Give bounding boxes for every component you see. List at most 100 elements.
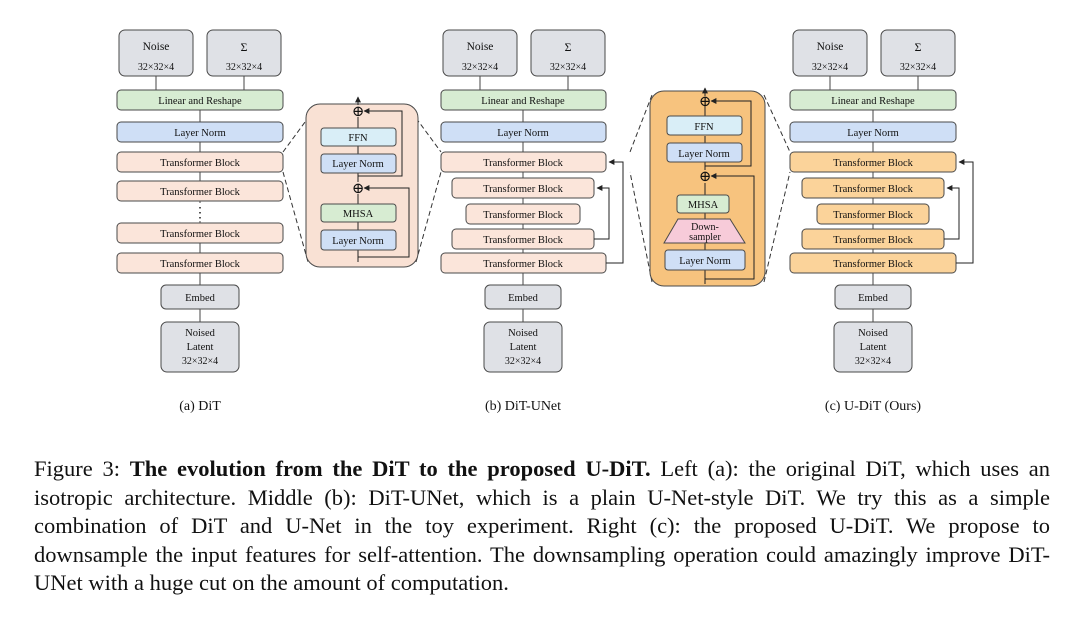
transformer-block: Transformer Block (440, 252, 607, 274)
panel-udit: Noise 32×32×4 Σ 32×32×4 Linear and Resha… (789, 29, 974, 414)
transformer-block: Transformer Block (451, 228, 595, 250)
svg-text:32×32×4: 32×32×4 (462, 62, 498, 73)
transformer-block: Transformer Block (451, 177, 595, 199)
embed-box: Embed (834, 284, 912, 310)
dit-block-detail: ⊕ FFN Layer Norm ⊕ MHSA Layer Norm (282, 96, 442, 268)
add-icon: ⊕ (699, 94, 712, 110)
transformer-block: Transformer Block (116, 151, 284, 173)
svg-text:Latent: Latent (187, 342, 214, 353)
svg-text:Transformer Block: Transformer Block (160, 259, 241, 270)
noised-latent-box: Noised Latent 32×32×4 (483, 321, 563, 373)
ffn-box: FFN (320, 127, 397, 147)
svg-text:Transformer Block: Transformer Block (483, 259, 564, 270)
svg-text:sampler: sampler (689, 232, 721, 243)
svg-text:Transformer Block: Transformer Block (483, 184, 564, 195)
transformer-block: Transformer Block (789, 252, 957, 274)
svg-text:Layer Norm: Layer Norm (332, 159, 384, 170)
embed-box: Embed (160, 284, 240, 310)
svg-text:Σ: Σ (915, 40, 922, 54)
svg-text:Linear and Reshape: Linear and Reshape (831, 96, 915, 107)
add-icon: ⊕ (352, 181, 365, 197)
downsampler-box: Down- sampler (663, 218, 746, 244)
transformer-block: Transformer Block (789, 151, 957, 173)
svg-text:Transformer Block: Transformer Block (833, 184, 914, 195)
svg-text:Noise: Noise (143, 41, 170, 53)
svg-text:Noise: Noise (467, 41, 494, 53)
svg-text:Σ: Σ (241, 40, 248, 54)
svg-text:Layer Norm: Layer Norm (847, 128, 899, 139)
noise-box: Noise 32×32×4 (792, 29, 868, 77)
transformer-block: Transformer Block (465, 203, 581, 225)
add-icon: ⊕ (699, 169, 712, 185)
ellipsis: ⋮ (193, 206, 207, 221)
layer-norm-box: Layer Norm (320, 153, 397, 174)
svg-text:Embed: Embed (858, 293, 888, 304)
svg-text:Transformer Block: Transformer Block (160, 187, 241, 198)
layer-norm-box: Layer Norm (440, 121, 607, 143)
layer-norm-box: Layer Norm (666, 142, 743, 163)
svg-text:32×32×4: 32×32×4 (226, 62, 262, 73)
svg-text:Embed: Embed (185, 293, 215, 304)
svg-text:Transformer Block: Transformer Block (833, 259, 914, 270)
linear-reshape-box: Linear and Reshape (789, 89, 957, 111)
sigma-box: Σ 32×32×4 (206, 29, 282, 77)
noise-box: Noise 32×32×4 (442, 29, 518, 77)
svg-text:FFN: FFN (348, 133, 368, 144)
transformer-block: Transformer Block (116, 252, 284, 274)
mhsa-box: MHSA (320, 203, 397, 223)
svg-text:Transformer Block: Transformer Block (160, 229, 241, 240)
linear-reshape-box: Linear and Reshape (116, 89, 284, 111)
svg-text:Noised: Noised (858, 328, 888, 339)
subcaption-a: (a) DiT (179, 399, 221, 414)
transformer-block: Transformer Block (440, 151, 607, 173)
svg-text:Layer Norm: Layer Norm (678, 149, 730, 160)
linear-reshape-box: Linear and Reshape (440, 89, 607, 111)
layer-norm-box: Layer Norm (116, 121, 284, 143)
caption-body: Left (a): the original DiT, which uses a… (34, 456, 1050, 595)
noised-latent-box: Noised Latent 32×32×4 (833, 321, 913, 373)
transformer-block: Transformer Block (816, 203, 930, 225)
subcaption-b: (b) DiT-UNet (485, 399, 561, 414)
svg-text:Transformer Block: Transformer Block (160, 158, 241, 169)
embed-box: Embed (484, 284, 562, 310)
svg-text:Noised: Noised (508, 328, 538, 339)
sigma-box: Σ 32×32×4 (530, 29, 606, 77)
svg-text:MHSA: MHSA (343, 209, 374, 220)
svg-text:32×32×4: 32×32×4 (900, 62, 936, 73)
svg-text:Latent: Latent (510, 342, 537, 353)
svg-text:32×32×4: 32×32×4 (138, 62, 174, 73)
figure-caption: Figure 3: The evolution from the DiT to … (34, 455, 1050, 598)
svg-text:32×32×4: 32×32×4 (855, 356, 891, 367)
svg-text:Embed: Embed (508, 293, 538, 304)
svg-text:Down-: Down- (691, 222, 719, 233)
svg-text:Latent: Latent (860, 342, 887, 353)
noise-box: Noise 32×32×4 (118, 29, 194, 77)
svg-text:32×32×4: 32×32×4 (505, 356, 541, 367)
svg-text:Layer Norm: Layer Norm (497, 128, 549, 139)
transformer-block: Transformer Block (801, 177, 945, 199)
layer-norm-box: Layer Norm (664, 249, 746, 271)
svg-text:Transformer Block: Transformer Block (483, 210, 564, 221)
noised-latent-box: Noised Latent 32×32×4 (160, 321, 240, 373)
transformer-block: Transformer Block (116, 180, 284, 202)
svg-text:32×32×4: 32×32×4 (550, 62, 586, 73)
transformer-block: Transformer Block (116, 222, 284, 244)
svg-text:32×32×4: 32×32×4 (182, 356, 218, 367)
svg-text:Transformer Block: Transformer Block (483, 158, 564, 169)
svg-text:Transformer Block: Transformer Block (833, 235, 914, 246)
subcaption-c: (c) U-DiT (Ours) (825, 399, 921, 414)
svg-text:Transformer Block: Transformer Block (483, 235, 564, 246)
svg-text:Layer Norm: Layer Norm (332, 236, 384, 247)
panel-dit: Noise 32×32×4 Σ 32×32×4 Linear and Resha… (116, 29, 284, 414)
mhsa-box: MHSA (676, 194, 730, 214)
svg-text:Transformer Block: Transformer Block (833, 210, 914, 221)
svg-text:MHSA: MHSA (688, 200, 719, 211)
svg-text:Linear and Reshape: Linear and Reshape (481, 96, 565, 107)
caption-prefix: Figure 3: (34, 456, 130, 481)
svg-text:Transformer Block: Transformer Block (833, 158, 914, 169)
ffn-box: FFN (666, 115, 743, 136)
svg-text:Linear and Reshape: Linear and Reshape (158, 96, 242, 107)
transformer-block: Transformer Block (801, 228, 945, 250)
svg-text:FFN: FFN (694, 122, 714, 133)
